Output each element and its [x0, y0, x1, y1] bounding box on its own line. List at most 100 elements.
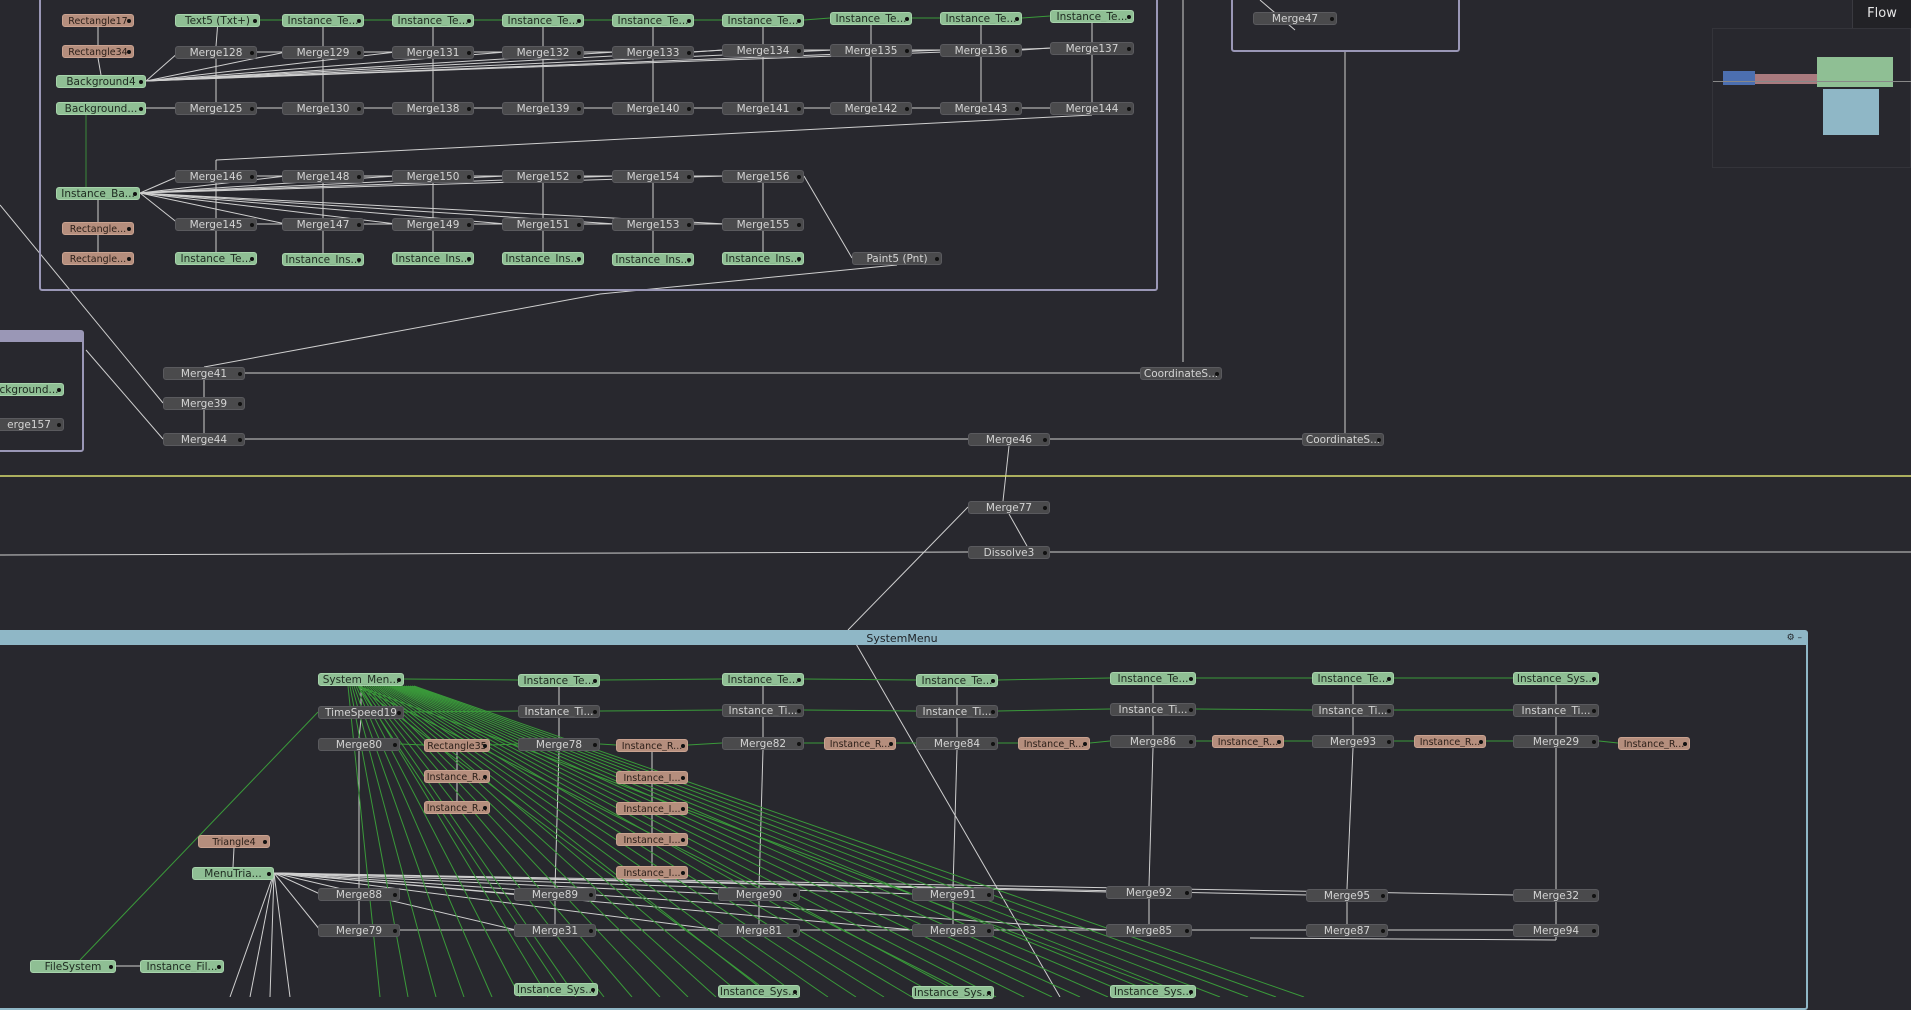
node-timespeed19[interactable]: TimeSpeed19 — [318, 706, 404, 719]
node-merge86[interactable]: Merge86 — [1110, 735, 1196, 748]
node-instance-te[interactable]: Instance_Te... — [392, 14, 474, 27]
node-merge41[interactable]: Merge41 — [163, 367, 245, 380]
node-instance-te[interactable]: Instance_Te... — [1050, 10, 1134, 23]
node-instance-te[interactable]: Instance_Te... — [830, 12, 912, 25]
node-instance-i[interactable]: Instance_I... — [616, 771, 688, 784]
node-instance-ti[interactable]: Instance_Ti... — [1110, 703, 1196, 716]
node-merge142[interactable]: Merge142 — [830, 102, 912, 115]
node-merge47[interactable]: Merge47 — [1253, 12, 1337, 25]
node-merge82[interactable]: Merge82 — [722, 737, 804, 750]
node-merge146[interactable]: Merge146 — [175, 170, 257, 183]
node-merge125[interactable]: Merge125 — [175, 102, 257, 115]
node-merge131[interactable]: Merge131 — [392, 46, 474, 59]
node-merge135[interactable]: Merge135 — [830, 44, 912, 57]
node-coordinates[interactable]: CoordinateS... — [1302, 433, 1384, 446]
node-triangle4[interactable]: Triangle4 — [198, 835, 270, 848]
node-merge83[interactable]: Merge83 — [912, 924, 994, 937]
group-collapse-icon[interactable]: ⚙ – — [1786, 633, 1802, 643]
node-instance-ti[interactable]: Instance_Ti... — [916, 705, 998, 718]
node-instance-sys[interactable]: Instance_Sys... — [718, 985, 800, 998]
node-instance-ins[interactable]: Instance_Ins... — [722, 252, 804, 265]
node-merge31[interactable]: Merge31 — [514, 924, 596, 937]
node-instance-te[interactable]: Instance_Te... — [1312, 672, 1394, 685]
node-instance-r[interactable]: Instance_R... — [1212, 735, 1284, 748]
node-instance-ti[interactable]: Instance_Ti... — [1312, 704, 1394, 717]
node-merge136[interactable]: Merge136 — [940, 44, 1022, 57]
node-ckground[interactable]: ckground... — [0, 383, 64, 396]
node-merge87[interactable]: Merge87 — [1306, 924, 1388, 937]
node-merge46[interactable]: Merge46 — [968, 433, 1050, 446]
node-merge152[interactable]: Merge152 — [502, 170, 584, 183]
node-instance-r[interactable]: Instance_R... — [1414, 735, 1486, 748]
node-instance-te[interactable]: Instance_Te... — [518, 674, 600, 687]
node-merge155[interactable]: Merge155 — [722, 218, 804, 231]
node-instance-ba[interactable]: Instance_Ba... — [56, 187, 140, 200]
node-text5-txt[interactable]: Text5 (Txt+) — [175, 14, 260, 27]
node-rectangle[interactable]: Rectangle... — [62, 222, 134, 235]
node-instance-ins[interactable]: Instance_Ins... — [612, 253, 694, 266]
node-merge129[interactable]: Merge129 — [282, 46, 364, 59]
node-instance-r[interactable]: Instance_R... — [424, 770, 490, 783]
node-merge29[interactable]: Merge29 — [1513, 735, 1599, 748]
node-merge148[interactable]: Merge148 — [282, 170, 364, 183]
node-filesystem[interactable]: FileSystem — [30, 960, 116, 973]
node-merge140[interactable]: Merge140 — [612, 102, 694, 115]
node-instance-te[interactable]: Instance_Te... — [916, 674, 998, 687]
node-instance-ti[interactable]: Instance_Ti... — [1513, 704, 1599, 717]
node-instance-i[interactable]: Instance_I... — [616, 833, 688, 846]
node-merge147[interactable]: Merge147 — [282, 218, 364, 231]
node-group-left[interactable] — [0, 330, 84, 452]
node-merge91[interactable]: Merge91 — [912, 888, 994, 901]
node-rectangle34[interactable]: Rectangle34 — [62, 45, 134, 58]
node-merge143[interactable]: Merge143 — [940, 102, 1022, 115]
node-merge144[interactable]: Merge144 — [1050, 102, 1134, 115]
node-merge44[interactable]: Merge44 — [163, 433, 245, 446]
node-instance-te[interactable]: Instance_Te... — [175, 252, 257, 265]
flow-panel-tab[interactable]: Flow — [1852, 0, 1911, 28]
node-merge128[interactable]: Merge128 — [175, 46, 257, 59]
node-merge81[interactable]: Merge81 — [718, 924, 800, 937]
node-group-top-right[interactable] — [1231, 0, 1460, 52]
node-merge39[interactable]: Merge39 — [163, 397, 245, 410]
node-instance-r[interactable]: Instance_R... — [1618, 737, 1690, 750]
node-merge132[interactable]: Merge132 — [502, 46, 584, 59]
node-background4[interactable]: Background4 — [56, 75, 146, 88]
node-merge93[interactable]: Merge93 — [1312, 735, 1394, 748]
node-instance-r[interactable]: Instance_R... — [424, 801, 490, 814]
node-instance-te[interactable]: Instance_Te... — [1110, 672, 1196, 685]
node-merge92[interactable]: Merge92 — [1106, 886, 1192, 899]
node-system-men[interactable]: System_Men... — [318, 673, 404, 686]
node-erge157[interactable]: erge157 — [0, 418, 64, 431]
node-merge139[interactable]: Merge139 — [502, 102, 584, 115]
node-instance-te[interactable]: Instance_Te... — [722, 673, 804, 686]
node-instance-ti[interactable]: Instance_Ti... — [722, 704, 804, 717]
node-instance-ins[interactable]: Instance_Ins... — [282, 253, 364, 266]
node-rectangle[interactable]: Rectangle... — [62, 252, 134, 265]
node-merge141[interactable]: Merge141 — [722, 102, 804, 115]
node-merge134[interactable]: Merge134 — [722, 44, 804, 57]
node-instance-te[interactable]: Instance_Te... — [722, 14, 804, 27]
node-instance-te[interactable]: Instance_Te... — [612, 14, 694, 27]
node-instance-sys[interactable]: Instance_Sys... — [912, 986, 994, 999]
node-merge133[interactable]: Merge133 — [612, 46, 694, 59]
node-merge149[interactable]: Merge149 — [392, 218, 474, 231]
node-merge137[interactable]: Merge137 — [1050, 42, 1134, 55]
node-group-top[interactable] — [39, 0, 1158, 291]
node-merge89[interactable]: Merge89 — [514, 888, 596, 901]
node-merge84[interactable]: Merge84 — [916, 737, 998, 750]
node-merge80[interactable]: Merge80 — [318, 738, 400, 751]
node-dissolve3[interactable]: Dissolve3 — [968, 546, 1050, 559]
node-paint5-pnt[interactable]: Paint5 (Pnt) — [852, 252, 942, 265]
node-instance-ins[interactable]: Instance_Ins... — [502, 252, 584, 265]
node-merge94[interactable]: Merge94 — [1513, 924, 1599, 937]
node-instance-te[interactable]: Instance_Te... — [282, 14, 364, 27]
node-merge85[interactable]: Merge85 — [1106, 924, 1192, 937]
node-instance-r[interactable]: Instance_R... — [616, 739, 688, 752]
node-coordinates[interactable]: CoordinateS... — [1140, 367, 1222, 380]
node-instance-fil[interactable]: Instance_Fil... — [140, 960, 224, 973]
node-merge90[interactable]: Merge90 — [718, 888, 800, 901]
node-instance-r[interactable]: Instance_R... — [1018, 737, 1090, 750]
node-merge153[interactable]: Merge153 — [612, 218, 694, 231]
node-background[interactable]: Background... — [56, 102, 146, 115]
